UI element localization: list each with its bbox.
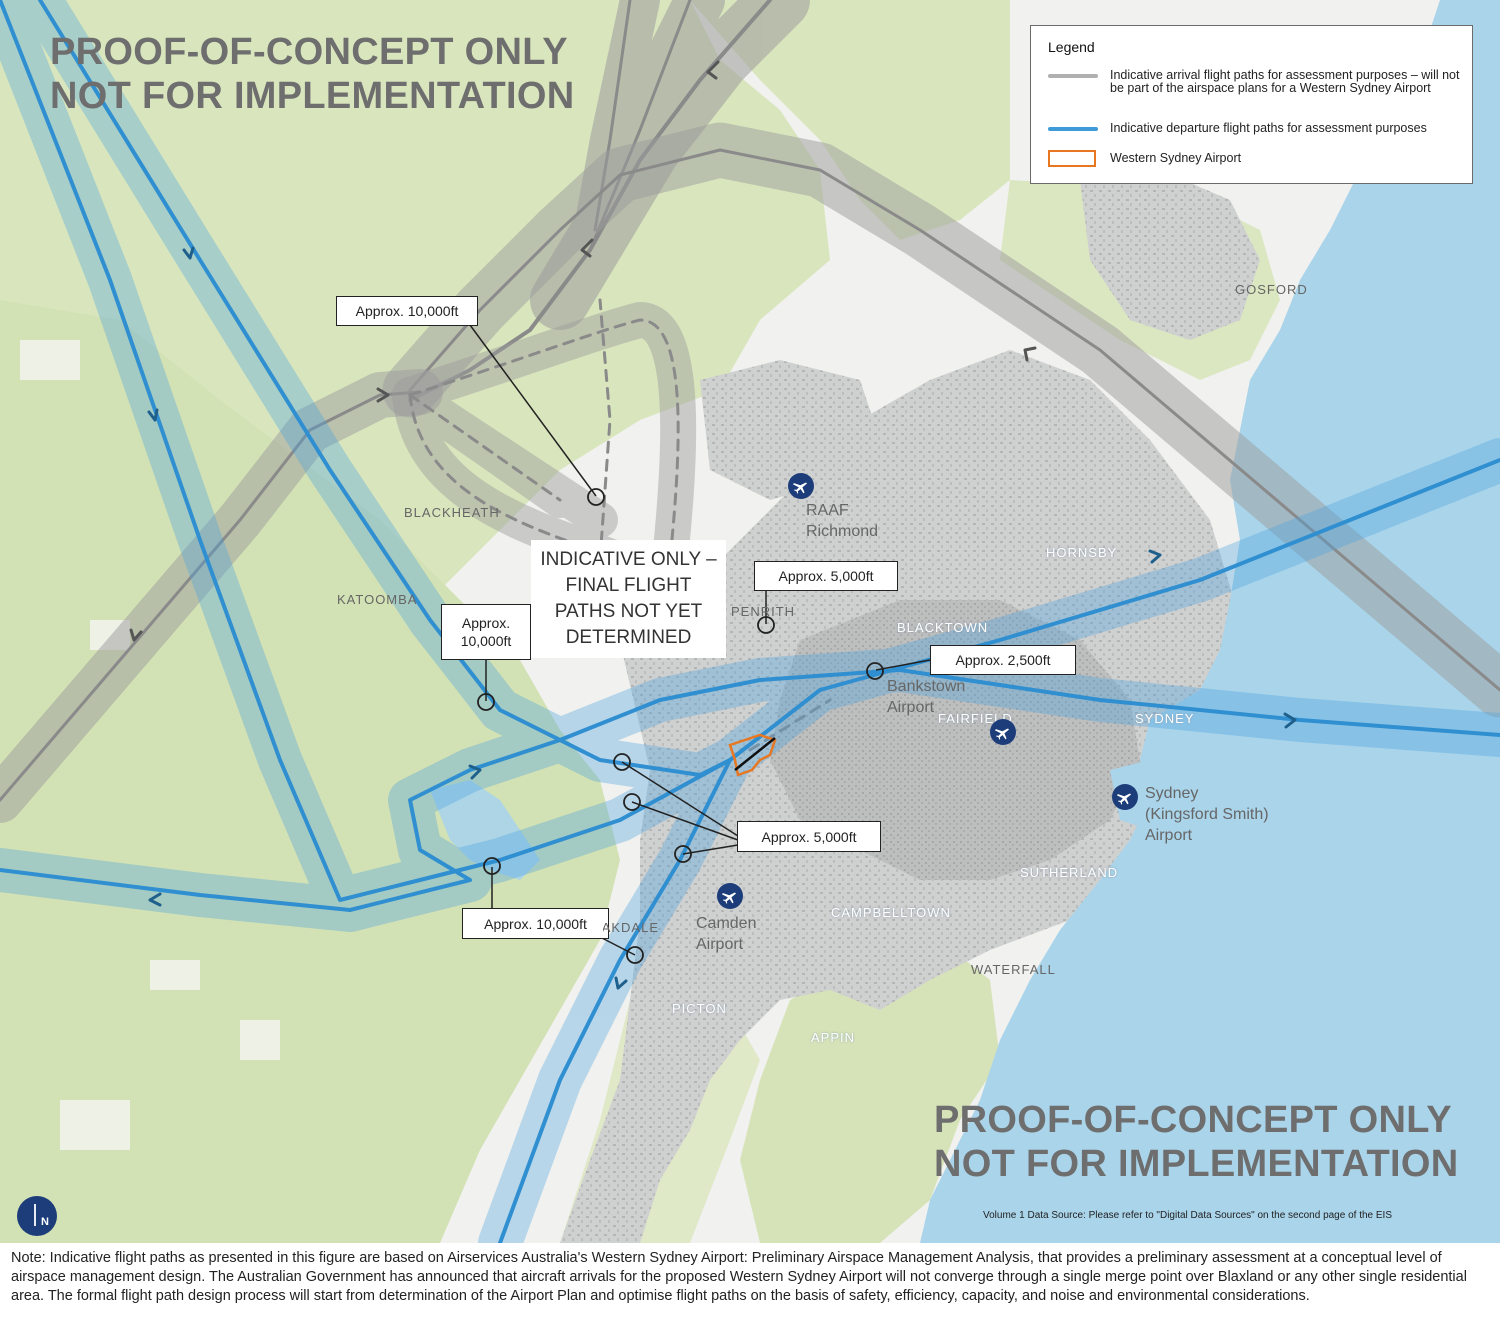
callout-2500ft: Approx. 2,500ft bbox=[930, 645, 1076, 675]
place-oakdale: OAKDALE bbox=[603, 920, 659, 935]
runway bbox=[734, 737, 776, 771]
place-blackheath: BLACKHEATH bbox=[404, 505, 500, 520]
place-waterfall: WATERFALL bbox=[971, 962, 1056, 977]
watermark-top-line1: PROOF-OF-CONCEPT ONLY bbox=[50, 31, 568, 73]
label-raaf-richmond-line1: RAAF bbox=[806, 502, 849, 519]
place-sutherland: SUTHERLAND bbox=[1020, 865, 1119, 880]
label-camden-airport: Camden Airport bbox=[696, 913, 756, 955]
label-raaf-richmond-line2: Richmond bbox=[806, 523, 879, 540]
indicative-line2: FINAL FLIGHT bbox=[565, 575, 692, 596]
legend-arrival-text: Indicative arrival flight paths for asse… bbox=[1110, 68, 1460, 95]
legend-airport-text: Western Sydney Airport bbox=[1110, 151, 1242, 165]
label-bankstown-line1: Bankstown bbox=[887, 678, 966, 695]
departure-arrows bbox=[147, 246, 1297, 990]
place-picton: PICTON bbox=[672, 1001, 727, 1016]
departure-arrow-7 bbox=[614, 976, 628, 990]
ocean bbox=[920, 0, 1500, 1243]
arrival-fan-4 bbox=[598, 298, 612, 562]
callout-5000ft-penrith: Approx. 5,000ft bbox=[754, 561, 898, 591]
label-bankstown-line2: Airport bbox=[887, 699, 935, 716]
callout-5000ft-south: Approx. 5,000ft bbox=[737, 821, 881, 852]
place-sydney: SYDNEY bbox=[1135, 711, 1195, 726]
indicative-line4: DETERMINED bbox=[565, 627, 692, 648]
arrival-arrow-5 bbox=[129, 628, 143, 642]
label-bankstown-airport: Bankstown Airport bbox=[887, 676, 965, 718]
departure-swatch bbox=[1048, 127, 1098, 131]
airport-plane-icon bbox=[990, 719, 1016, 745]
arrival-arrow-4 bbox=[376, 387, 390, 403]
arrival-fan-3 bbox=[408, 393, 562, 502]
departure-west-loop bbox=[0, 668, 1500, 912]
indicative-line1: INDICATIVE ONLY – bbox=[540, 549, 717, 570]
departure-south bbox=[498, 758, 732, 1243]
place-fairfield: FAIRFIELD bbox=[938, 711, 1013, 726]
place-appin: APPIN bbox=[811, 1030, 856, 1045]
indicative-line3: PATHS NOT YET bbox=[554, 601, 703, 622]
callout-10000ft-katoomba: Approx. 10,000ft bbox=[441, 604, 531, 660]
arrival-final bbox=[748, 698, 832, 752]
watermark-bottom-line2: NOT FOR IMPLEMENTATION bbox=[934, 1143, 1459, 1185]
data-source-note: Volume 1 Data Source: Please refer to "D… bbox=[983, 1210, 1393, 1221]
label-raaf-richmond: RAAF Richmond bbox=[806, 500, 878, 542]
arrival-fan-2 bbox=[408, 318, 680, 562]
watermark-top: PROOF-OF-CONCEPT ONLY NOT FOR IMPLEMENTA… bbox=[50, 30, 574, 118]
airport-plane-icon bbox=[717, 883, 743, 909]
label-kingsford-line1: Sydney bbox=[1145, 785, 1199, 802]
place-campbelltown: CAMPBELLTOWN bbox=[831, 905, 951, 920]
label-kingsford-line3: Airport bbox=[1145, 827, 1193, 844]
altitude-points bbox=[477, 488, 884, 964]
departure-arrow-1 bbox=[182, 246, 195, 260]
label-camden-line2: Airport bbox=[696, 936, 744, 953]
legend-title: Legend bbox=[1048, 39, 1095, 55]
callout-10000ft-north: Approx. 10,000ft bbox=[336, 296, 478, 326]
botany-bay bbox=[1110, 760, 1170, 830]
place-gosford: GOSFORD bbox=[1235, 282, 1308, 297]
place-katoomba: KATOOMBA bbox=[337, 592, 418, 607]
airport-outline-swatch bbox=[1048, 150, 1096, 167]
label-camden-line1: Camden bbox=[696, 915, 757, 932]
arrival-swatch bbox=[1048, 74, 1098, 78]
arrival-arrows bbox=[129, 60, 1037, 642]
north-label: N bbox=[41, 1216, 49, 1228]
legend: Legend Indicative arrival flight paths f… bbox=[1030, 25, 1473, 184]
label-kingsford-line2: (Kingsford Smith) bbox=[1145, 806, 1269, 823]
airport-plane-icon bbox=[788, 473, 814, 499]
departure-arrow-5 bbox=[1283, 712, 1297, 729]
arrival-line-coastal bbox=[408, 148, 1500, 692]
departure-arrow-4 bbox=[1148, 549, 1162, 564]
legend-departure-text: Indicative departure flight paths for as… bbox=[1110, 121, 1427, 135]
callout-10000ft-katoomba-line1: Approx. bbox=[461, 615, 511, 631]
flight-path-map bbox=[0, 0, 1500, 1243]
arrival-fan-1 bbox=[408, 393, 622, 562]
callout-10000ft-katoomba-line2: 10,000ft bbox=[460, 633, 512, 649]
callout-10000ft-south: Approx. 10,000ft bbox=[462, 908, 609, 939]
arrival-arrow-2 bbox=[580, 238, 594, 258]
place-blacktown: BLACKTOWN bbox=[897, 620, 989, 635]
place-penrith: PENRITH bbox=[731, 604, 796, 619]
label-kingsford-smith-airport: Sydney (Kingsford Smith) Airport bbox=[1145, 783, 1269, 846]
figure-note: Note: Indicative flight paths as present… bbox=[11, 1250, 1467, 1304]
cleared-land bbox=[20, 340, 280, 1150]
departure-arrow-3 bbox=[468, 764, 482, 780]
departure-flight-paths bbox=[0, 0, 1500, 1243]
departure-arrow-2 bbox=[147, 408, 159, 422]
departure-north-west-1 bbox=[0, 0, 732, 902]
western-sydney-airport-outline bbox=[728, 733, 777, 777]
callout-leader-lines bbox=[469, 324, 931, 956]
arrival-arrow-3 bbox=[1023, 346, 1037, 362]
watermark-bottom-line1: PROOF-OF-CONCEPT ONLY bbox=[934, 1099, 1452, 1141]
place-hornsby: HORNSBY bbox=[1046, 545, 1118, 560]
arrival-arrow-1 bbox=[706, 60, 720, 80]
watermark-bottom: PROOF-OF-CONCEPT ONLY NOT FOR IMPLEMENTA… bbox=[934, 1098, 1458, 1186]
departure-north-east bbox=[728, 458, 1500, 762]
watermark-top-line2: NOT FOR IMPLEMENTATION bbox=[50, 75, 575, 117]
departure-arrow-6 bbox=[148, 892, 162, 907]
indicative-only-notice: INDICATIVE ONLY – FINAL FLIGHT PATHS NOT… bbox=[531, 540, 726, 658]
departure-north-west-2 bbox=[38, 0, 732, 777]
north-arrow-icon: N bbox=[17, 1196, 57, 1236]
airport-plane-icon bbox=[1112, 784, 1138, 810]
